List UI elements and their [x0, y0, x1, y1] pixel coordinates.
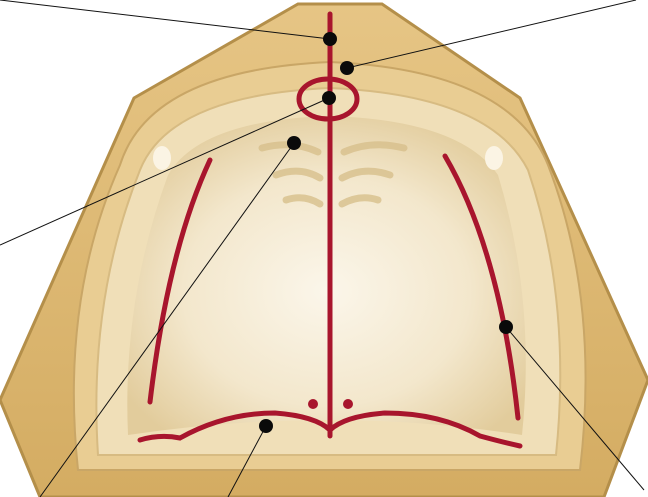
point-posterior-border: [259, 419, 273, 433]
right-tuberosity: [485, 146, 503, 170]
point-incisive-papilla: [322, 91, 336, 105]
point-fovea-left: [308, 399, 318, 409]
point-fovea-right: [343, 399, 353, 409]
point-midline-upper: [340, 61, 354, 75]
left-tuberosity: [153, 146, 171, 170]
point-rugae: [287, 136, 301, 150]
point-right-buccal-line: [499, 320, 513, 334]
palate-vault: [127, 116, 525, 435]
point-incisive-top: [323, 32, 337, 46]
